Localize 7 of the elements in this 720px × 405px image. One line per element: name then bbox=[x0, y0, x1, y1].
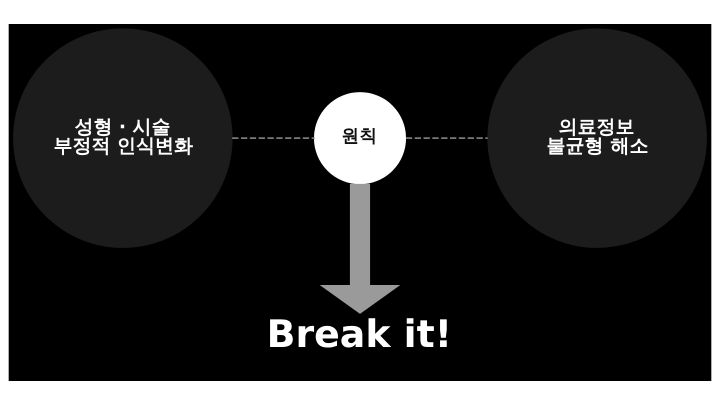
node-text: Break it! bbox=[266, 312, 452, 356]
node-circle: 원칙 bbox=[314, 92, 406, 184]
arrow bbox=[320, 184, 400, 314]
connector bbox=[406, 137, 488, 140]
node-circle: 성형 · 시술 부정적 인식변화 bbox=[13, 28, 233, 248]
node-circle: 의료정보 불균형 해소 bbox=[487, 28, 707, 248]
connector bbox=[232, 137, 315, 140]
